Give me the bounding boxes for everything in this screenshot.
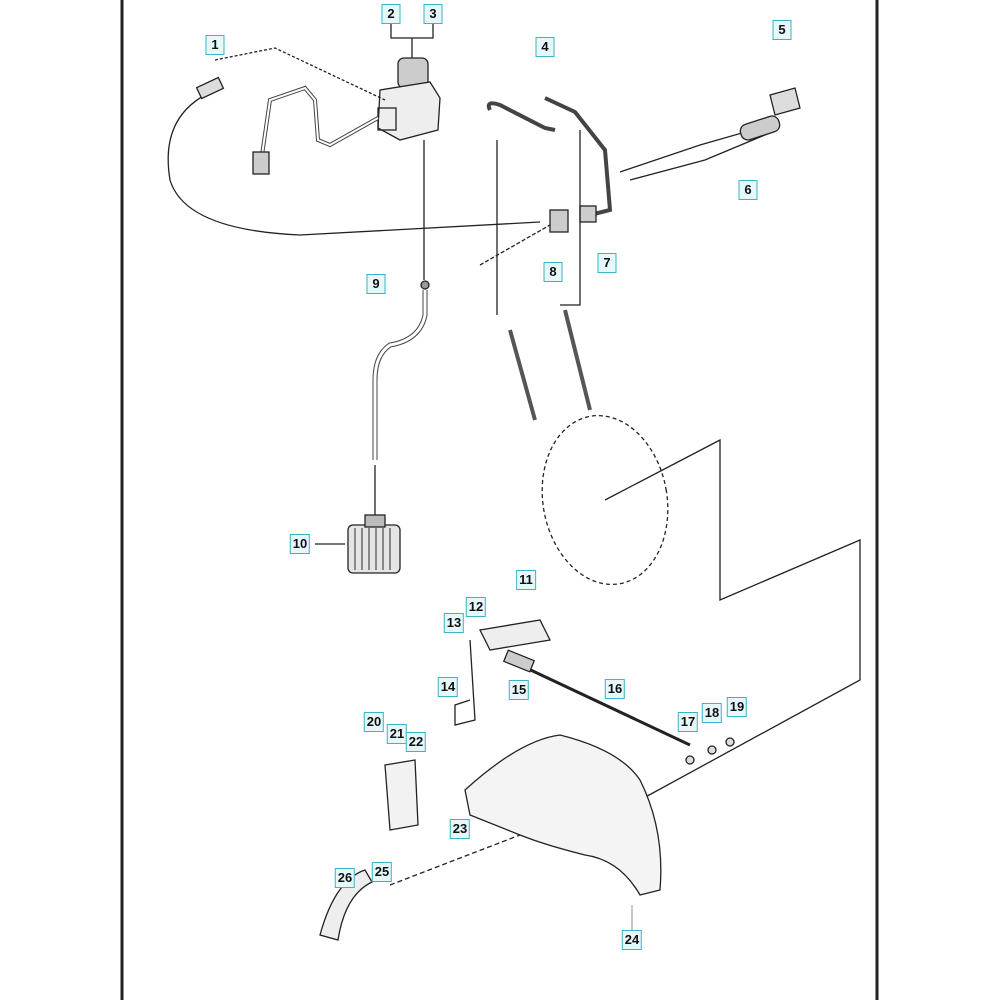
saw-blade-icon bbox=[541, 414, 669, 586]
callout-16[interactable]: 16 bbox=[604, 679, 626, 699]
plug-icon bbox=[252, 151, 270, 175]
leader-line bbox=[389, 834, 521, 886]
cover-plate-icon bbox=[384, 759, 419, 831]
callout-24[interactable]: 24 bbox=[621, 930, 643, 950]
callout-11[interactable]: 11 bbox=[516, 570, 536, 590]
callout-12[interactable]: 12 bbox=[465, 597, 487, 617]
water-hose bbox=[372, 290, 428, 460]
callout-13[interactable]: 13 bbox=[443, 613, 465, 633]
callout-2[interactable]: 2 bbox=[381, 4, 401, 24]
callout-1[interactable]: 1 bbox=[205, 35, 225, 55]
water-hose-upper bbox=[486, 96, 613, 217]
mount-plate-icon bbox=[454, 639, 476, 726]
rod bbox=[519, 663, 691, 747]
valve-icon bbox=[479, 205, 597, 266]
nut-icon bbox=[707, 745, 717, 755]
callout-26[interactable]: 26 bbox=[334, 868, 356, 888]
leader-line bbox=[604, 438, 861, 801]
coupling-icon bbox=[502, 649, 536, 673]
water-pump-icon bbox=[377, 57, 441, 141]
callout-3[interactable]: 3 bbox=[423, 4, 443, 24]
callout-9[interactable]: 9 bbox=[366, 274, 386, 294]
connector-icon bbox=[195, 76, 225, 100]
callout-18[interactable]: 18 bbox=[701, 703, 723, 723]
power-cord bbox=[260, 85, 379, 156]
callout-19[interactable]: 19 bbox=[726, 697, 748, 717]
callout-7[interactable]: 7 bbox=[597, 253, 617, 273]
callout-23[interactable]: 23 bbox=[449, 819, 471, 839]
callout-4[interactable]: 4 bbox=[535, 37, 555, 57]
blade-guard-icon bbox=[464, 734, 662, 896]
leader-line bbox=[496, 130, 581, 315]
nut-icon bbox=[725, 737, 735, 747]
water-filter-icon bbox=[347, 514, 401, 574]
handle-grip-icon bbox=[739, 115, 781, 141]
callout-6[interactable]: 6 bbox=[738, 180, 758, 200]
cable bbox=[167, 94, 541, 236]
callout-21[interactable]: 21 bbox=[386, 724, 408, 744]
callout-15[interactable]: 15 bbox=[508, 680, 530, 700]
hose-nipple-icon bbox=[420, 280, 430, 290]
callout-25[interactable]: 25 bbox=[371, 862, 393, 882]
arm-bracket-icon bbox=[479, 619, 551, 651]
callout-20[interactable]: 20 bbox=[363, 712, 385, 732]
callout-17[interactable]: 17 bbox=[677, 712, 699, 732]
callout-10[interactable]: 10 bbox=[289, 534, 311, 554]
guard-segment-icon bbox=[319, 869, 373, 941]
callout-5[interactable]: 5 bbox=[772, 20, 792, 40]
callout-22[interactable]: 22 bbox=[405, 732, 427, 752]
water-pipe bbox=[508, 309, 592, 421]
washer-icon bbox=[685, 755, 695, 765]
callout-8[interactable]: 8 bbox=[543, 262, 563, 282]
callout-14[interactable]: 14 bbox=[437, 677, 459, 697]
leader-line bbox=[214, 47, 386, 101]
bracket-icon bbox=[769, 87, 801, 116]
callout-bracket bbox=[390, 24, 434, 58]
